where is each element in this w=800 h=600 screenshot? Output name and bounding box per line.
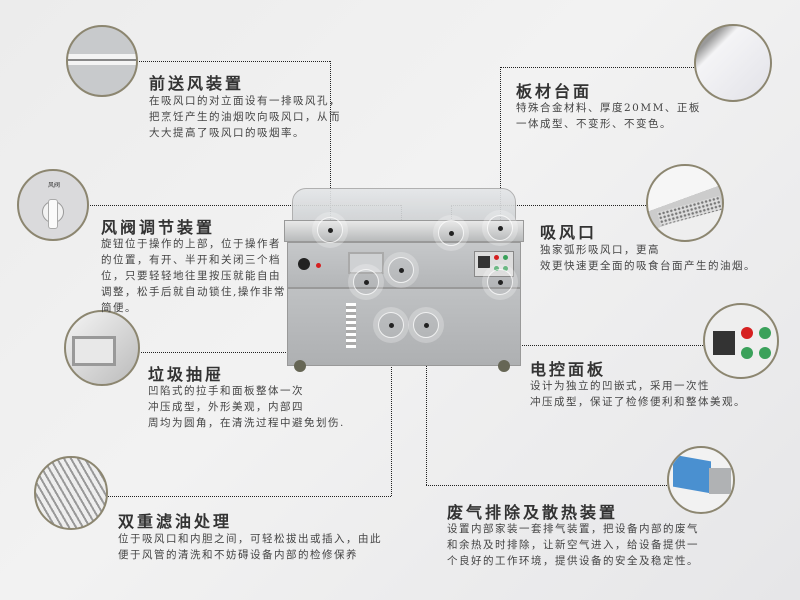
feature-description: 独家弧形吸风口，更高效更快速更全面的吸食台面产生的油烟。 (540, 244, 756, 272)
feature-description: 位于吸风口和内胆之间，可轻松拔出或插入，由此便于风管的清洗和不妨碍设备内部的检修… (118, 533, 382, 561)
feature-description: 设计为独立的凹嵌式，采用一次性冲压成型，保证了检修便利和整体美观。 (530, 380, 746, 408)
leader-line (90, 205, 401, 206)
lower-cabinet (287, 288, 521, 366)
vent-slots (346, 303, 356, 348)
hotspot (487, 215, 513, 241)
hotspot (487, 269, 513, 295)
power-knob (298, 258, 310, 270)
feature-description: 设置内部家装一套排气装置，把设备内部的废气和余热及时排除，让新空气进入，给设备提… (447, 523, 699, 567)
leader-line (426, 485, 667, 486)
feature-title: 废气排除及散热装置 (447, 503, 619, 522)
hotspot (388, 257, 414, 283)
air-vent-strip-icon (66, 25, 138, 97)
wheel (294, 360, 306, 372)
leader-line (451, 205, 646, 206)
hotspot (438, 220, 464, 246)
glass-hood (292, 188, 516, 222)
hotspot (378, 312, 404, 338)
leader-line (500, 67, 501, 228)
drawer-icon (64, 310, 140, 386)
feature-title: 风阀调节装置 (101, 218, 216, 237)
feature-description: 在吸风口的对立面设有一排吸风孔，把烹饪产生的油烟吹向吸风口，从而大大提高了吸风口… (149, 95, 341, 139)
leader-line (426, 325, 427, 485)
feature-description: 特殊合金材料、厚度20MM、正板一体成型、不变形、不变色。 (516, 102, 701, 130)
feature-description: 凹陷式的拉手和面板整体一次冲压成型，外形美观，内部四周均为圆角，在清洗过程中避免… (148, 385, 345, 429)
feature-title: 吸风口 (540, 223, 598, 242)
countertop-corner-icon (694, 24, 772, 102)
grease-filter-icon (34, 456, 108, 530)
control-panel-icon (703, 303, 779, 379)
air-valve-knob-icon: 风阀 (17, 169, 89, 241)
leader-line (391, 325, 392, 496)
feature-title: 板材台面 (516, 82, 593, 101)
leader-line (500, 345, 703, 346)
hotspot (317, 217, 343, 243)
feature-title: 前送风装置 (149, 74, 245, 93)
leader-line (500, 67, 694, 68)
feature-title: 双重滤油处理 (118, 512, 233, 531)
leader-line (141, 352, 366, 353)
leader-line (139, 61, 330, 62)
suction-vent-icon (646, 164, 724, 242)
wheel (498, 360, 510, 372)
feature-description: 旋钮位于操作的上部，位于操作者的位置，有开、半开和关闭三个档位，只要轻轻地往里按… (101, 238, 286, 314)
hotspot (413, 312, 439, 338)
feature-title: 电控面板 (530, 360, 607, 379)
countertop (284, 220, 524, 242)
exhaust-fan-icon (667, 446, 735, 514)
indicator-light (316, 263, 321, 268)
leader-line (108, 496, 391, 497)
hotspot (353, 269, 379, 295)
leader-line (330, 61, 331, 230)
feature-title: 垃圾抽屉 (148, 365, 225, 384)
